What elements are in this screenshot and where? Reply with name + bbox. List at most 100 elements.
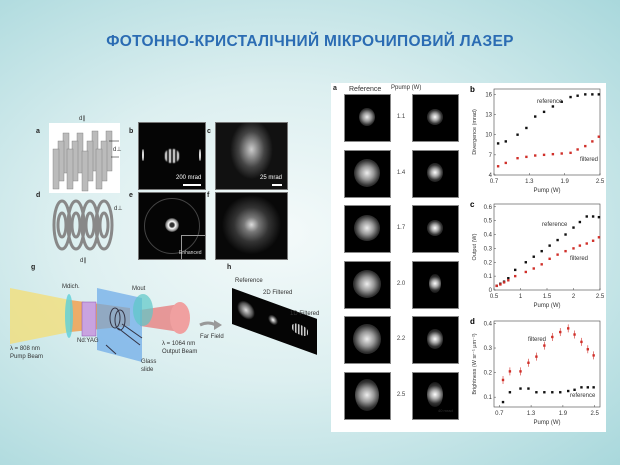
y-tick-label: 0.1: [484, 395, 493, 401]
x-tick-label: 1: [519, 294, 523, 300]
reference-point: [586, 386, 590, 389]
reference-point: [524, 261, 527, 264]
pump-value: 1.7: [396, 225, 406, 231]
filtered-point: [495, 284, 498, 288]
filtered-point: [532, 267, 535, 270]
reference-point: [551, 391, 554, 394]
x-tick-label: 2.5: [591, 411, 600, 417]
reference-point: [548, 244, 551, 247]
reference-point: [532, 255, 535, 258]
ring-period-label: d∥: [80, 258, 87, 264]
pillar-lattice-diagram: d∥ d⊥: [49, 116, 122, 193]
lattice-perp-label: d⊥: [113, 147, 122, 153]
output-mirror-label: Mout: [132, 286, 146, 292]
output-mirror: [133, 294, 153, 326]
pump-value: 2.0: [396, 280, 406, 287]
filtered-point: [551, 335, 554, 339]
reference-point: [597, 93, 601, 96]
pump-wavelength-label: λ = 808 nm: [10, 346, 40, 352]
pump-column-header: Ppump (W): [391, 85, 422, 91]
filtered-point: [580, 340, 583, 344]
y-tick-label: 0.2: [484, 371, 493, 377]
y-tick-label: 0.3: [484, 246, 493, 252]
lattice-period-label: d∥: [79, 116, 86, 122]
reference-point: [507, 277, 510, 280]
filtered-point: [548, 257, 551, 260]
panel-label: b: [470, 85, 475, 94]
panel-label-c: c: [207, 128, 211, 135]
filtered-point: [514, 274, 517, 278]
reference-beam-image: [344, 260, 391, 309]
ring-lattice-diagram: d⊥ d∥: [50, 195, 125, 265]
h-2d-filtered-label: 2D Filtered: [263, 290, 293, 296]
x-tick-label: 1.3: [527, 411, 536, 417]
reference-point: [567, 389, 570, 393]
x-axis-label: Pump (W): [534, 420, 561, 426]
filtered-point: [504, 161, 507, 165]
reference-point: [580, 386, 583, 389]
plot-frame: [493, 203, 601, 291]
filtered-point: [516, 157, 519, 160]
filtered-point: [591, 239, 595, 242]
reference-point: [592, 386, 595, 389]
filtered-beam-image: [412, 260, 459, 309]
filtered-point: [578, 244, 582, 247]
ring-lattice-graphic: [52, 199, 114, 251]
filtered-beam-image: [412, 316, 459, 364]
near-field-image-2d: [215, 192, 288, 260]
far-field-image-2d: Enhanced: [138, 192, 206, 260]
reference-point: [508, 391, 512, 394]
panel-label: d: [470, 317, 475, 326]
filtered-point: [543, 344, 546, 347]
reference-point: [576, 94, 579, 97]
reference-point: [573, 388, 576, 391]
panel-label-g: g: [31, 264, 36, 271]
reference-point: [516, 133, 519, 136]
y-tick-label: 0.5: [484, 219, 493, 225]
scale-bar: [183, 184, 201, 186]
panel-label: c: [470, 200, 475, 209]
panel-label-d: d: [36, 192, 41, 199]
filtered-point: [572, 247, 575, 250]
reference-point: [519, 387, 522, 390]
plot-frame: [493, 88, 601, 176]
filtered-point: [573, 333, 576, 336]
x-tick-label: 2.5: [596, 179, 605, 185]
x-tick-label: 0.5: [490, 294, 499, 300]
y-axis-label: Divergence (mrad): [472, 109, 478, 155]
x-tick-label: 1.9: [560, 179, 569, 185]
filtered-point: [597, 135, 601, 138]
reference-point: [585, 215, 588, 218]
reference-point: [542, 110, 546, 114]
reference-point: [559, 391, 562, 394]
reference-point: [564, 233, 567, 236]
filtered-point: [519, 370, 522, 373]
scale-bar: [272, 184, 282, 186]
output-beam-label: Output Beam: [162, 349, 198, 355]
filtered-point: [507, 279, 510, 282]
reference-point: [560, 100, 563, 103]
glass-label: Glass: [141, 359, 157, 365]
x-tick-label: 0.7: [490, 179, 499, 185]
pump-value: 2.5: [396, 391, 406, 398]
x-axis-label: Pump (W): [534, 303, 561, 309]
x-tick-label: 2: [572, 294, 576, 300]
reference-point: [569, 95, 572, 99]
output-wavelength-label: λ = 1064 nm: [162, 341, 196, 347]
filtered-beam-image: [412, 149, 459, 198]
filtered-point: [551, 152, 555, 156]
far-field-label: Far Field: [200, 334, 224, 340]
filtered-point: [508, 370, 512, 373]
x-tick-label: 1.5: [543, 294, 552, 300]
h-1d-filtered-label: 1D Filtered: [290, 311, 320, 317]
filtered-point: [535, 355, 538, 358]
filtered-point: [556, 253, 559, 256]
dichroic-mirror-label: Mdich.: [62, 284, 80, 290]
pump-beam-label: Pump Beam: [10, 354, 44, 360]
reference-point: [514, 268, 517, 272]
reference-point: [591, 215, 595, 218]
filtered-point: [501, 378, 505, 382]
reference-point: [504, 140, 507, 143]
